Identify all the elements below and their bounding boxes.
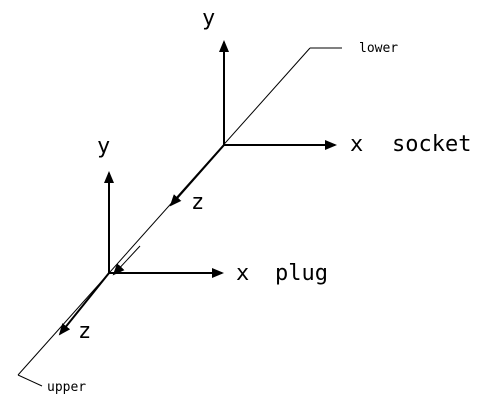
insertion-axis: lower upper xyxy=(17,41,398,395)
upper-leader xyxy=(17,374,43,387)
socket-z-axis xyxy=(169,144,225,207)
socket-y-label: y xyxy=(202,6,215,31)
socket-z-label: z xyxy=(191,190,204,215)
plug-y-label: y xyxy=(97,134,110,159)
socket-x-label: x xyxy=(350,132,363,157)
plug-frame: y x plug z xyxy=(58,134,328,344)
lower-label: lower xyxy=(359,41,398,56)
socket-frame: y x socket z xyxy=(169,6,471,215)
socket-name-label: socket xyxy=(392,132,471,157)
insertion-axis-line xyxy=(17,47,311,376)
plug-name-label: plug xyxy=(275,261,328,286)
plug-z-axis xyxy=(58,272,110,336)
plug-x-label: x xyxy=(236,261,249,286)
upper-label: upper xyxy=(47,380,86,395)
plug-z-label: z xyxy=(78,319,91,344)
plug-origin-arrow xyxy=(112,245,141,276)
